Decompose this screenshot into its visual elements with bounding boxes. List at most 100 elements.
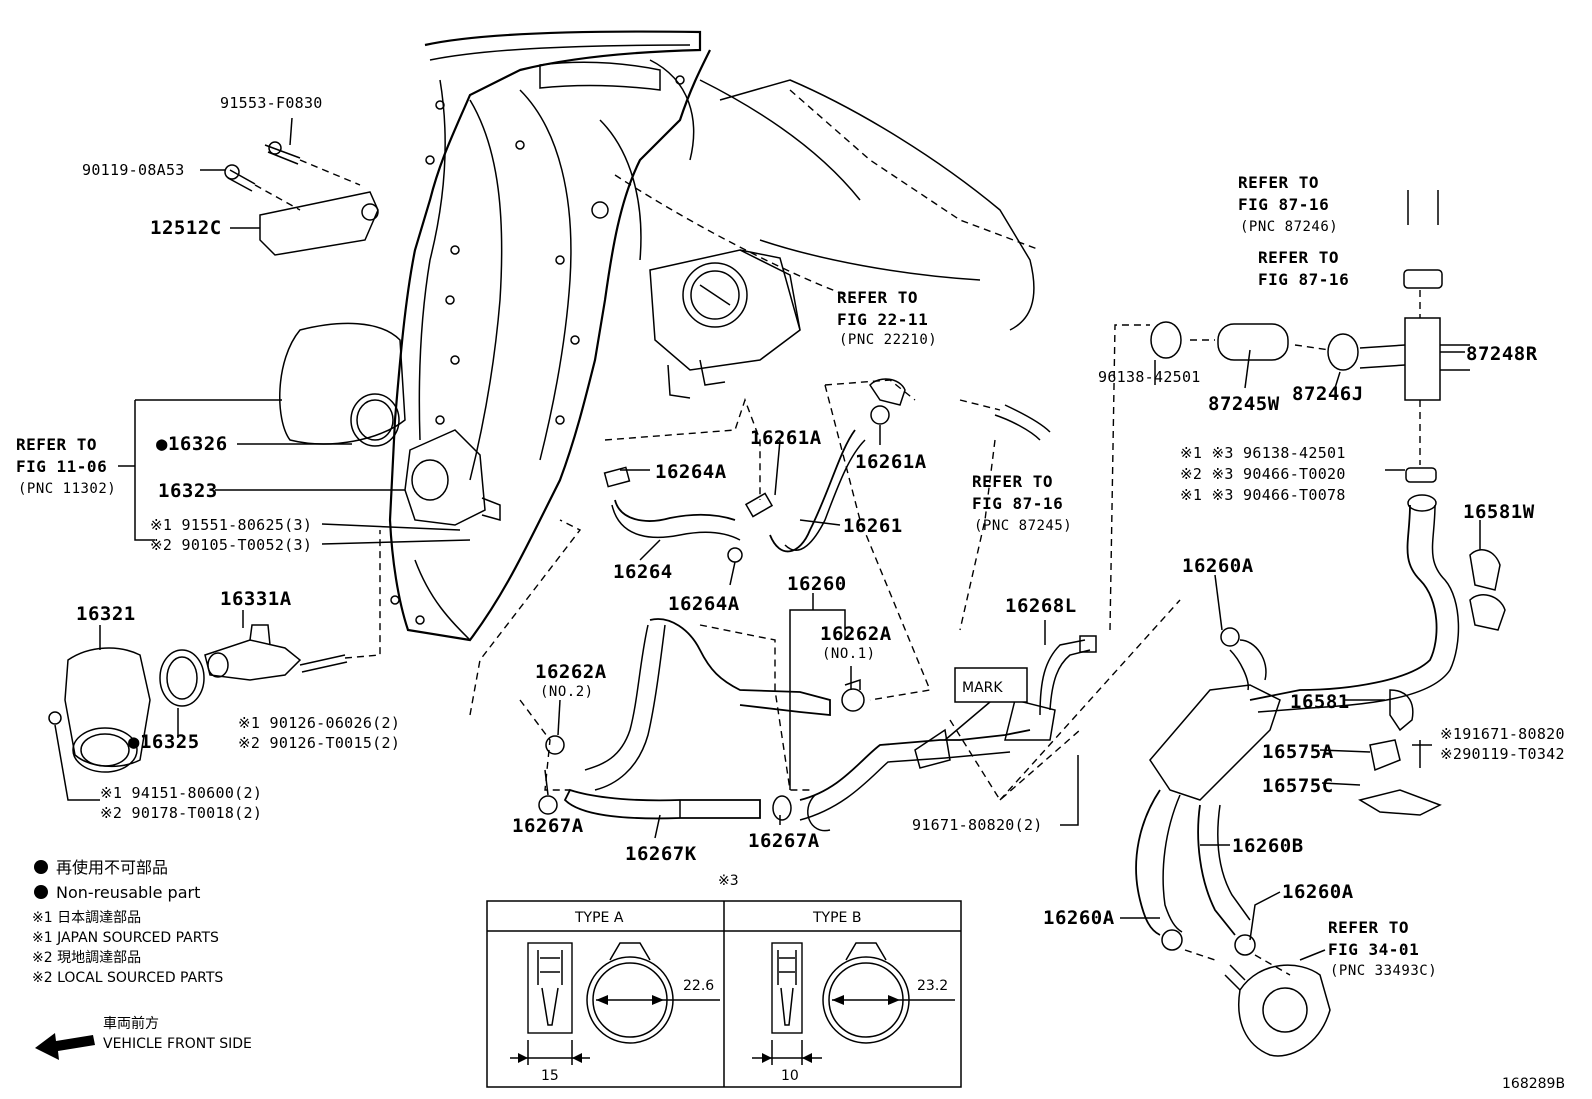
label-91553-f0830: 91553-F0830: [220, 94, 323, 112]
ref-5-line-2: FIG 87-16: [972, 494, 1063, 513]
type-b-width: 10: [781, 1068, 799, 1084]
label-90466-t0020: ※2 ※3 90466-T0020: [1180, 465, 1346, 483]
label-91671-80820-right: ※191671-80820: [1440, 725, 1565, 743]
label-16323: 16323: [158, 480, 218, 502]
ref-1-line-1: REFER TO: [16, 435, 97, 454]
legend-front-en: VEHICLE FRONT SIDE: [103, 1036, 252, 1052]
leader-lines: [54, 117, 1481, 961]
figure-code: 168289B: [1502, 1076, 1565, 1092]
label-16260a-top: 16260A: [1182, 555, 1254, 577]
throttle-body: [649, 249, 801, 399]
front-arrow-icon: [35, 1033, 95, 1060]
ref-3-line-1: REFER TO: [1238, 173, 1319, 192]
label-16267a-left: 16267A: [512, 815, 584, 837]
ref-6-line-3: (PNC 33493C): [1330, 963, 1437, 979]
center-hoses: [469, 324, 1181, 832]
label-90119-t0342: ※290119-T0342: [1440, 745, 1565, 763]
non-reusable-dot-icon: [34, 860, 48, 874]
label-90126-t0015: ※2 90126-T0015(2): [238, 734, 400, 752]
label-87245w: 87245W: [1208, 393, 1280, 415]
type-a-title: TYPE A: [574, 910, 624, 926]
label-96138-42501-jp: ※1 ※3 96138-42501: [1180, 444, 1346, 462]
label-16264: 16264: [613, 561, 673, 583]
label-mark: MARK: [962, 680, 1003, 696]
label-16261a-left: 16261A: [750, 427, 822, 449]
label-90119-08a53: 90119-08A53: [82, 161, 185, 179]
mark-callout: [944, 667, 1028, 741]
ref-3-line-2: FIG 87-16: [1238, 195, 1329, 214]
legend-front-jp: 車両前方: [103, 1015, 159, 1032]
label-16262a-no1: 16262A: [820, 623, 892, 645]
legend-non-reusable-en: Non-reusable part: [56, 883, 200, 902]
bracket-bolts: [224, 141, 379, 256]
ref-1-line-3: (PNC 11302): [18, 481, 116, 497]
label-90466-t0078: ※1 ※3 90466-T0078: [1180, 486, 1346, 504]
ref-5-line-1: REFER TO: [972, 472, 1053, 491]
clamp-type-table: ※3 TYPE A TYPE B 22.6 15: [486, 873, 962, 1088]
label-16331a: 16331A: [220, 588, 292, 610]
label-91551-80625: ※1 91551-80625(3): [150, 516, 312, 534]
type-b-diameter: 23.2: [917, 978, 948, 994]
engine-block-outline: [279, 30, 1041, 642]
label-12512c: 12512C: [150, 217, 222, 239]
label-16261: 16261: [843, 515, 903, 537]
legend-japan-en: ※1 JAPAN SOURCED PARTS: [32, 930, 219, 946]
type-a-diameter: 22.6: [683, 978, 714, 994]
ref-4-line-2: FIG 87-16: [1258, 270, 1349, 289]
ref-4-line-1: REFER TO: [1258, 248, 1339, 267]
label-90178-t0018: ※2 90178-T0018(2): [100, 804, 262, 822]
legend-non-reusable-jp: 再使用不可部品: [56, 858, 168, 877]
label-16326: ●16326: [156, 433, 228, 455]
ref-6-line-2: FIG 34-01: [1328, 940, 1419, 959]
label-16325: ●16325: [128, 731, 200, 753]
legend-local-en: ※2 LOCAL SOURCED PARTS: [32, 970, 223, 986]
label-16264a-bottom: 16264A: [668, 593, 740, 615]
label-16267k: 16267K: [625, 843, 697, 865]
label-16267a-right: 16267A: [748, 830, 820, 852]
label-90105-t0052: ※2 90105-T0052(3): [150, 536, 312, 554]
water-outlet-parts: [48, 393, 501, 773]
label-16264a-top: 16264A: [655, 461, 727, 483]
reference-notes: REFER TO FIG 11-06 (PNC 11302) REFER TO …: [16, 173, 1437, 979]
label-90126-06026: ※1 90126-06026(2): [238, 714, 400, 732]
label-94151-80600: ※1 94151-80600(2): [100, 784, 262, 802]
non-reusable-dot-icon: [34, 885, 48, 899]
label-16581w: 16581W: [1463, 501, 1535, 523]
part-number-labels: 91553-F0830 90119-08A53 12512C ●16326 16…: [76, 94, 1565, 929]
type-b-clamp: 23.2 10: [752, 942, 955, 1084]
label-96138-42501: 96138-42501: [1098, 368, 1201, 386]
type-a-clamp: 22.6 15: [510, 942, 720, 1084]
ref-3-line-3: (PNC 87246): [1240, 219, 1338, 235]
label-16260a-left: 16260A: [1043, 907, 1115, 929]
ref-2-line-2: FIG 22-11: [837, 310, 928, 329]
clamp-table-note: ※3: [718, 873, 739, 889]
label-16262a-no2-sub: (NO.2): [540, 684, 594, 700]
label-87246j: 87246J: [1292, 383, 1364, 405]
heater-hose-assembly: [959, 190, 1506, 1057]
label-16261a-right: 16261A: [855, 451, 927, 473]
legend-japan-jp: ※1 日本調達部品: [32, 910, 141, 926]
label-16262a-no1-sub: (NO.1): [822, 646, 876, 662]
label-16262a-no2: 16262A: [535, 661, 607, 683]
label-16260a-right: 16260A: [1282, 881, 1354, 903]
label-16321: 16321: [76, 603, 136, 625]
mark-box: [954, 667, 1028, 703]
legend-local-jp: ※2 現地調達部品: [32, 950, 141, 966]
label-91671-80820-bottom: 91671-80820(2): [912, 816, 1043, 834]
ref-6-line-1: REFER TO: [1328, 918, 1409, 937]
label-16268l: 16268L: [1005, 595, 1077, 617]
label-16581: 16581: [1290, 691, 1350, 713]
type-a-width: 15: [541, 1068, 559, 1084]
ref-2-line-1: REFER TO: [837, 288, 918, 307]
type-b-title: TYPE B: [812, 910, 861, 926]
ref-1-line-2: FIG 11-06: [16, 457, 107, 476]
label-16260: 16260: [787, 573, 847, 595]
ref-2-line-3: (PNC 22210): [839, 332, 937, 348]
label-16260b: 16260B: [1232, 835, 1304, 857]
ref-5-line-3: (PNC 87245): [974, 518, 1072, 534]
label-16575c: 16575C: [1262, 775, 1334, 797]
legend: 再使用不可部品 Non-reusable part ※1 日本調達部品 ※1 J…: [32, 858, 252, 1060]
label-87248r: 87248R: [1466, 343, 1538, 365]
label-16575a: 16575A: [1262, 741, 1334, 763]
